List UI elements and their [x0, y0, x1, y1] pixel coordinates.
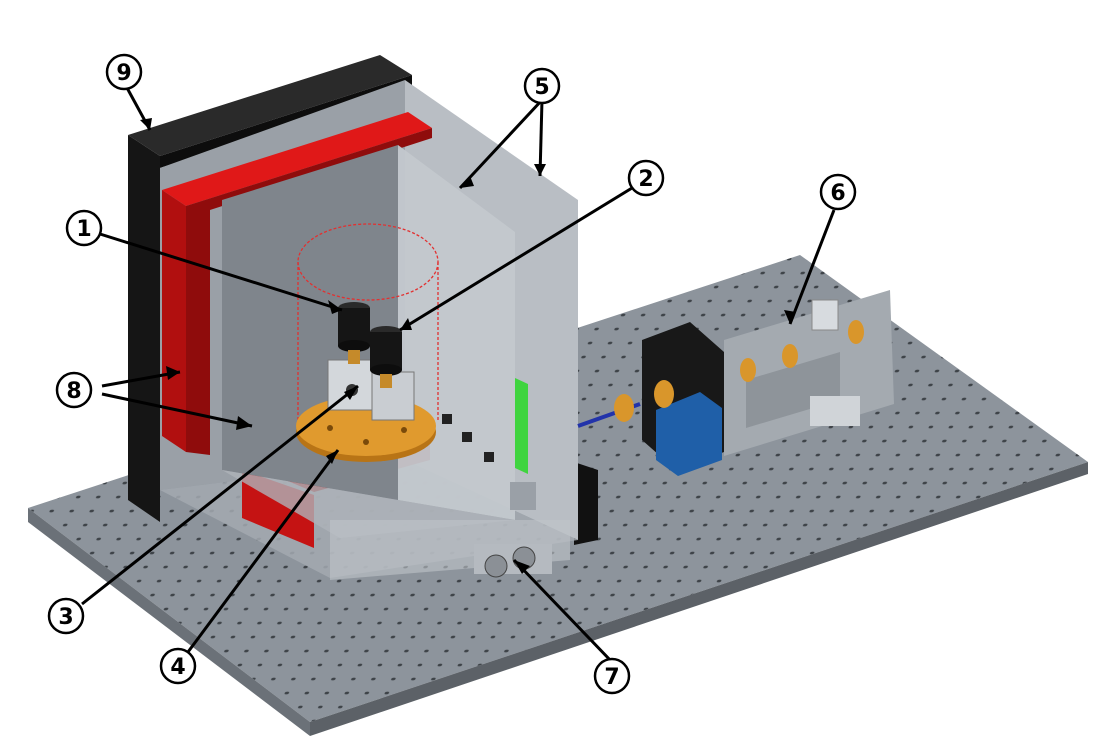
callout-7: 7 [593, 657, 631, 695]
callout-1-label: 1 [76, 217, 91, 242]
connector-block [474, 482, 552, 578]
callout-6: 6 [819, 173, 857, 211]
callout-4: 4 [159, 647, 197, 685]
arrow-heads [140, 118, 796, 574]
callout-5: 5 [523, 67, 561, 105]
source-assembly [614, 290, 894, 476]
callout-3: 3 [47, 597, 85, 635]
callout-3-label: 3 [58, 605, 73, 630]
leader-lines [81, 85, 836, 664]
black-shield [128, 55, 598, 545]
callout-4-label: 4 [170, 655, 185, 680]
callout-9: 9 [105, 53, 143, 91]
green-beam [515, 378, 528, 474]
callout-1: 1 [65, 209, 103, 247]
callout-9-label: 9 [116, 61, 131, 86]
callout-8: 8 [55, 371, 93, 409]
cylinder-outline [297, 223, 439, 420]
brackets [442, 414, 494, 462]
callout-8-label: 8 [66, 379, 81, 404]
callout-7-label: 7 [604, 665, 619, 690]
callout-5-label: 5 [534, 75, 549, 100]
callout-6-label: 6 [830, 181, 845, 206]
callout-2: 2 [627, 159, 665, 197]
callout-2-label: 2 [638, 167, 653, 192]
inner-enclosure [222, 145, 570, 580]
detector-1 [338, 302, 370, 364]
detector-2 [370, 326, 402, 388]
